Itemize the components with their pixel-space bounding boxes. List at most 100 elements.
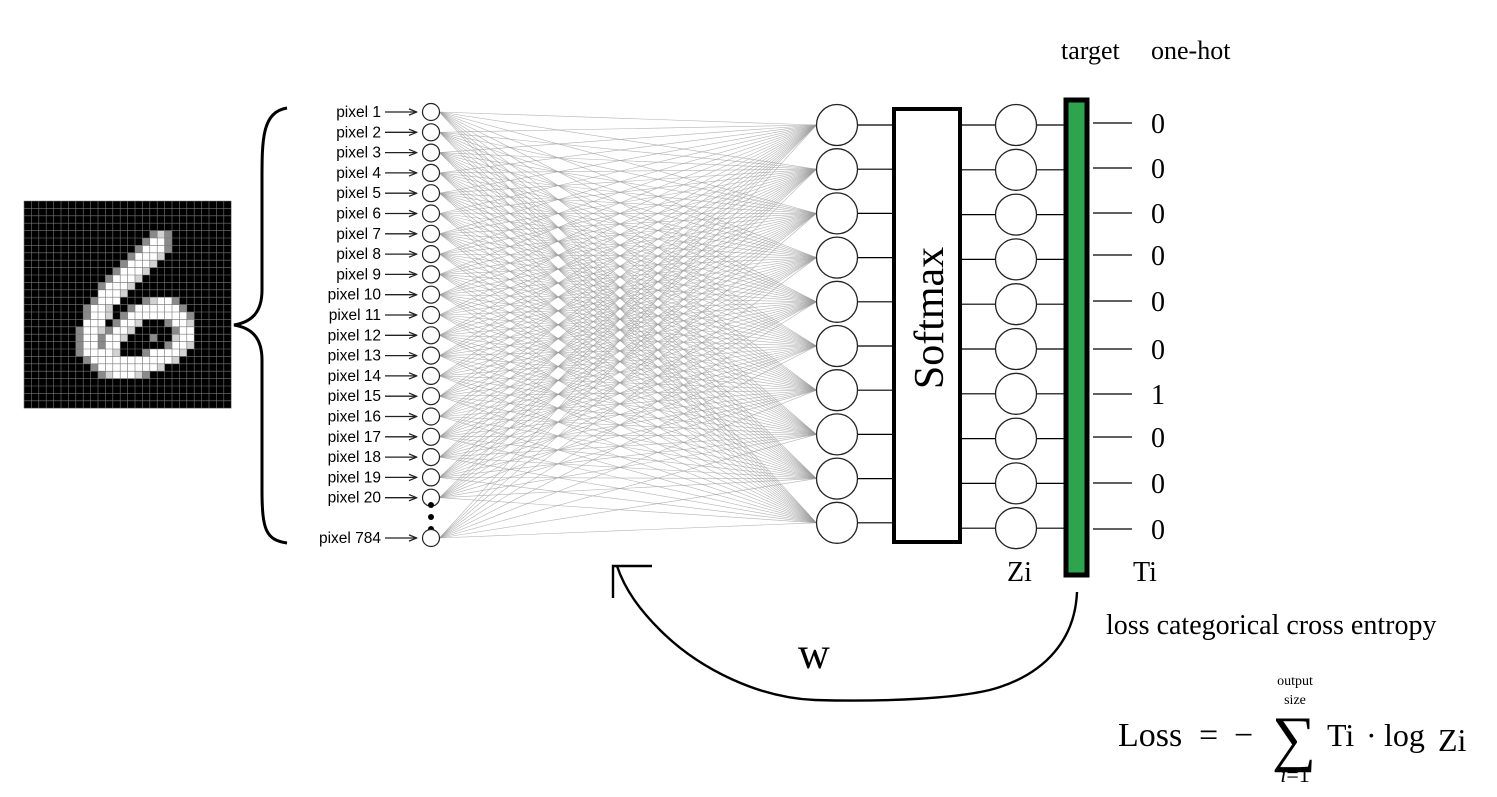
digit-pixel [120, 356, 128, 364]
weight-line [439, 294, 817, 391]
weight-line [439, 213, 817, 524]
digit-pixel [157, 297, 165, 305]
weight-line [439, 301, 817, 438]
loss-lhs: Loss [1118, 717, 1182, 754]
digit-pixel [149, 356, 158, 364]
weight-line [439, 152, 817, 391]
weight-line [439, 213, 817, 258]
weight-line [439, 253, 817, 303]
digit-pixel [179, 349, 187, 357]
output-neuron [994, 283, 1038, 326]
weight-label: w [798, 629, 830, 678]
digit-pixel [105, 282, 113, 290]
weight-line [439, 124, 817, 295]
digit-pixel [135, 312, 143, 320]
digit-pixel [142, 252, 150, 261]
digit-pixel [98, 282, 106, 290]
weight-line [439, 111, 817, 391]
input-label: pixel 5 [336, 185, 381, 202]
target-bar [1063, 97, 1090, 578]
weight-line [439, 434, 817, 438]
weight-line [439, 132, 817, 214]
digit-pixel [127, 260, 135, 268]
weight-line [439, 168, 817, 336]
weight-line [439, 497, 817, 524]
input-neuron-last [421, 528, 441, 548]
weight-line [439, 301, 817, 498]
input-label: pixel 10 [328, 287, 382, 304]
weight-line [439, 152, 817, 170]
weight-line [439, 111, 817, 126]
weight-line [439, 355, 817, 524]
digit-pixel [120, 289, 128, 298]
weight-line [439, 294, 817, 303]
weight-line [439, 335, 817, 479]
weight-line [439, 124, 817, 356]
weight-line [439, 257, 817, 397]
weight-line [439, 152, 817, 214]
input-label: pixel 12 [328, 327, 381, 344]
pre-softmax-neuron [815, 369, 859, 412]
weight-line [439, 213, 817, 458]
weight-line [439, 111, 817, 479]
digit-pixel [157, 349, 165, 357]
target-value: 0 [1151, 469, 1165, 500]
weight-line [439, 124, 817, 174]
digit-pixel [112, 289, 121, 298]
input-label: pixel 11 [329, 307, 381, 324]
digit-pixel [157, 356, 165, 364]
weight-line [439, 375, 817, 524]
digit-pixel [105, 356, 113, 364]
digit-pixel [149, 260, 158, 268]
weight-line [439, 456, 817, 524]
output-neuron [994, 193, 1038, 236]
weight-line [439, 111, 817, 435]
digit-pixel [149, 252, 158, 261]
digit-pixel [98, 297, 106, 305]
weight-line [439, 213, 817, 479]
digit-pixel [135, 260, 143, 268]
target-value: 0 [1151, 109, 1165, 140]
weight-line [439, 233, 817, 391]
input-label: pixel 7 [336, 226, 381, 243]
weight-line [439, 152, 817, 258]
digit-pixel [142, 363, 150, 372]
digit-pixel [112, 349, 121, 357]
weight-line [439, 124, 817, 194]
pre-softmax-neuron [815, 148, 859, 191]
digit-pixel [112, 297, 121, 305]
digit-pixel [120, 267, 128, 275]
digit-pixel [105, 304, 113, 312]
digit-pixel [120, 319, 128, 327]
digit-pixel [164, 304, 172, 312]
digit-pixel [172, 326, 180, 335]
digit-pixel [149, 349, 158, 357]
input-label: pixel 2 [336, 124, 381, 141]
input-label: pixel 19 [328, 469, 381, 486]
target-value: 0 [1151, 515, 1165, 546]
digit-pixel [135, 245, 143, 253]
digit-pixel [105, 297, 113, 305]
input-label: pixel 3 [336, 145, 381, 162]
input-label: pixel 17 [328, 429, 381, 446]
input-neuron [421, 285, 441, 304]
weight-line [439, 172, 817, 391]
weight-line [439, 301, 817, 356]
weight-line [439, 416, 817, 479]
weight-line [439, 301, 817, 377]
weight-line [439, 124, 817, 478]
digit-pixel [135, 356, 143, 364]
weight-line [439, 233, 817, 303]
weight-line [439, 192, 817, 258]
weight-line [439, 257, 817, 336]
digit-pixel [105, 371, 113, 379]
weight-line [439, 257, 817, 295]
digit-pixel [157, 363, 165, 372]
output-neuron [994, 238, 1038, 281]
digit-pixel [112, 275, 121, 283]
output-neuron [994, 148, 1038, 191]
weight-line [439, 192, 817, 391]
weight-line [439, 168, 817, 397]
digit-pixel [83, 341, 91, 349]
weight-line [439, 233, 817, 347]
